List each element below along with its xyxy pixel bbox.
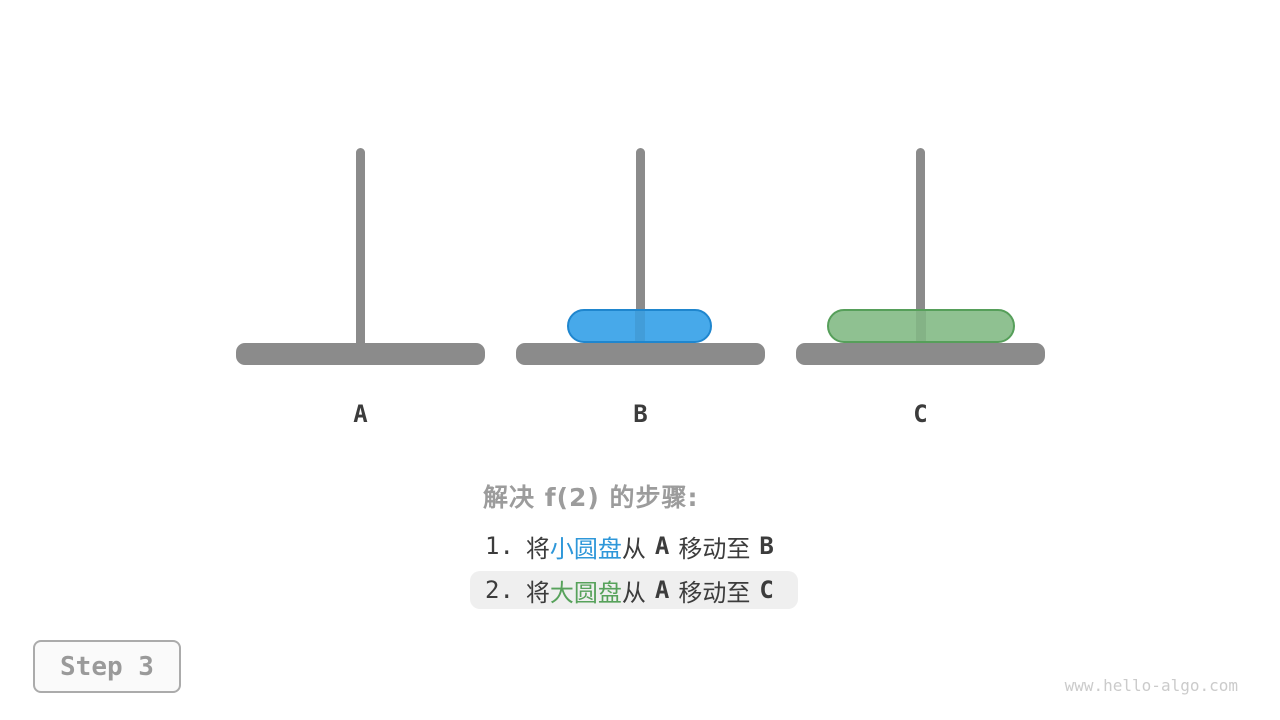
step-badge-label: Step 3 (60, 651, 154, 682)
peg-b-base (516, 343, 765, 365)
large-disk (827, 309, 1015, 343)
peg-c-pole (916, 148, 925, 353)
step-1-number: 1. (485, 532, 514, 560)
peg-a-pole (356, 148, 365, 353)
step-2-number: 2. (485, 576, 514, 604)
peg-c-base (796, 343, 1045, 365)
peg-a-label: A (353, 400, 368, 428)
step-2-move-word: 将 (525, 578, 550, 607)
small-disk (567, 309, 712, 343)
step-1-disk-word: 小圆盘 (549, 534, 622, 563)
peg-a-base (236, 343, 485, 365)
small-disk-peg-shadow (634, 311, 645, 341)
step-1-to-word: 移动至 (678, 534, 751, 563)
step-1-to-peg: B (759, 532, 774, 560)
step-badge: Step 3 (33, 640, 181, 693)
caption-title: 解决 f(2) 的步骤: (483, 483, 699, 512)
step-2-to-word: 移动至 (678, 578, 751, 607)
step-2-disk-word: 大圆盘 (549, 578, 622, 607)
step-1-from-word: 从 (621, 534, 646, 563)
peg-b-label: B (633, 400, 648, 428)
peg-c-label: C (913, 400, 928, 428)
watermark: www.hello-algo.com (1064, 676, 1238, 695)
step-2-from-word: 从 (621, 578, 646, 607)
step-2-from-peg: A (654, 576, 670, 604)
step-1-from-peg: A (654, 532, 670, 560)
step-1-move-word: 将 (525, 534, 550, 563)
large-disk-peg-shadow (916, 311, 926, 341)
step-2-to-peg: C (759, 576, 774, 604)
peg-b-pole (636, 148, 645, 353)
